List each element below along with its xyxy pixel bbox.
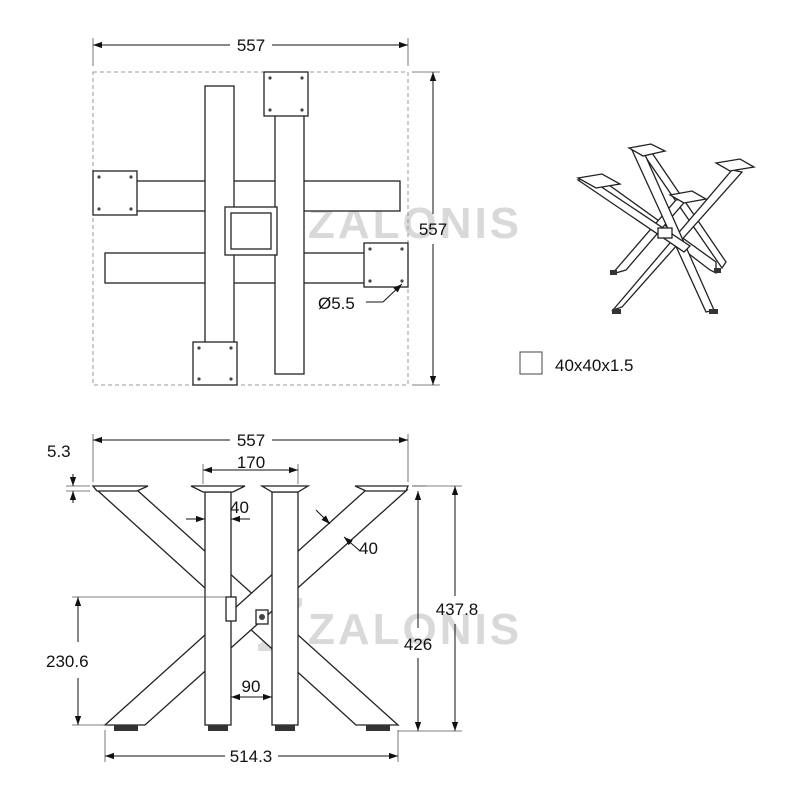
base-width-label: 514.3	[230, 747, 273, 766]
plate-thickness-label: 5.3	[47, 442, 71, 461]
top-width-label: 557	[237, 36, 265, 55]
profile-legend: 40x40x1.5	[519, 351, 633, 375]
diagonal-width-label: 40	[359, 539, 378, 558]
isometric-view	[576, 143, 756, 314]
leg-width-label: 40	[230, 498, 249, 517]
mount-plate-bottom	[192, 341, 238, 386]
height-label: 426	[404, 635, 432, 654]
top-bar-right	[274, 95, 305, 375]
top-view-boundary	[92, 71, 409, 386]
profile-label: 40x40x1.5	[555, 356, 633, 375]
front-view: 557 170 5.3 40 40 230.6 90	[46, 431, 478, 766]
watermark-brand-text-2: ZALONIS	[308, 605, 522, 654]
profile-swatch	[519, 351, 543, 375]
total-height-label: 437.8	[436, 600, 479, 619]
hole-diameter-label: Ø5.5	[318, 294, 355, 313]
top-bar-lower	[104, 252, 388, 284]
bottom-gap-label: 90	[242, 677, 261, 696]
mount-plate-right	[363, 242, 409, 288]
front-vertical-leg-right	[271, 491, 299, 726]
top-view: 557 557 Ø5.5	[92, 36, 447, 386]
inner-width-label: 170	[237, 453, 265, 472]
center-connector-inner	[230, 212, 272, 250]
front-width-label: 557	[237, 431, 265, 450]
mount-plate-left	[92, 170, 138, 216]
mount-plate-top	[263, 71, 309, 117]
top-height-label: 557	[419, 220, 447, 239]
cross-height-label: 230.6	[46, 652, 89, 671]
